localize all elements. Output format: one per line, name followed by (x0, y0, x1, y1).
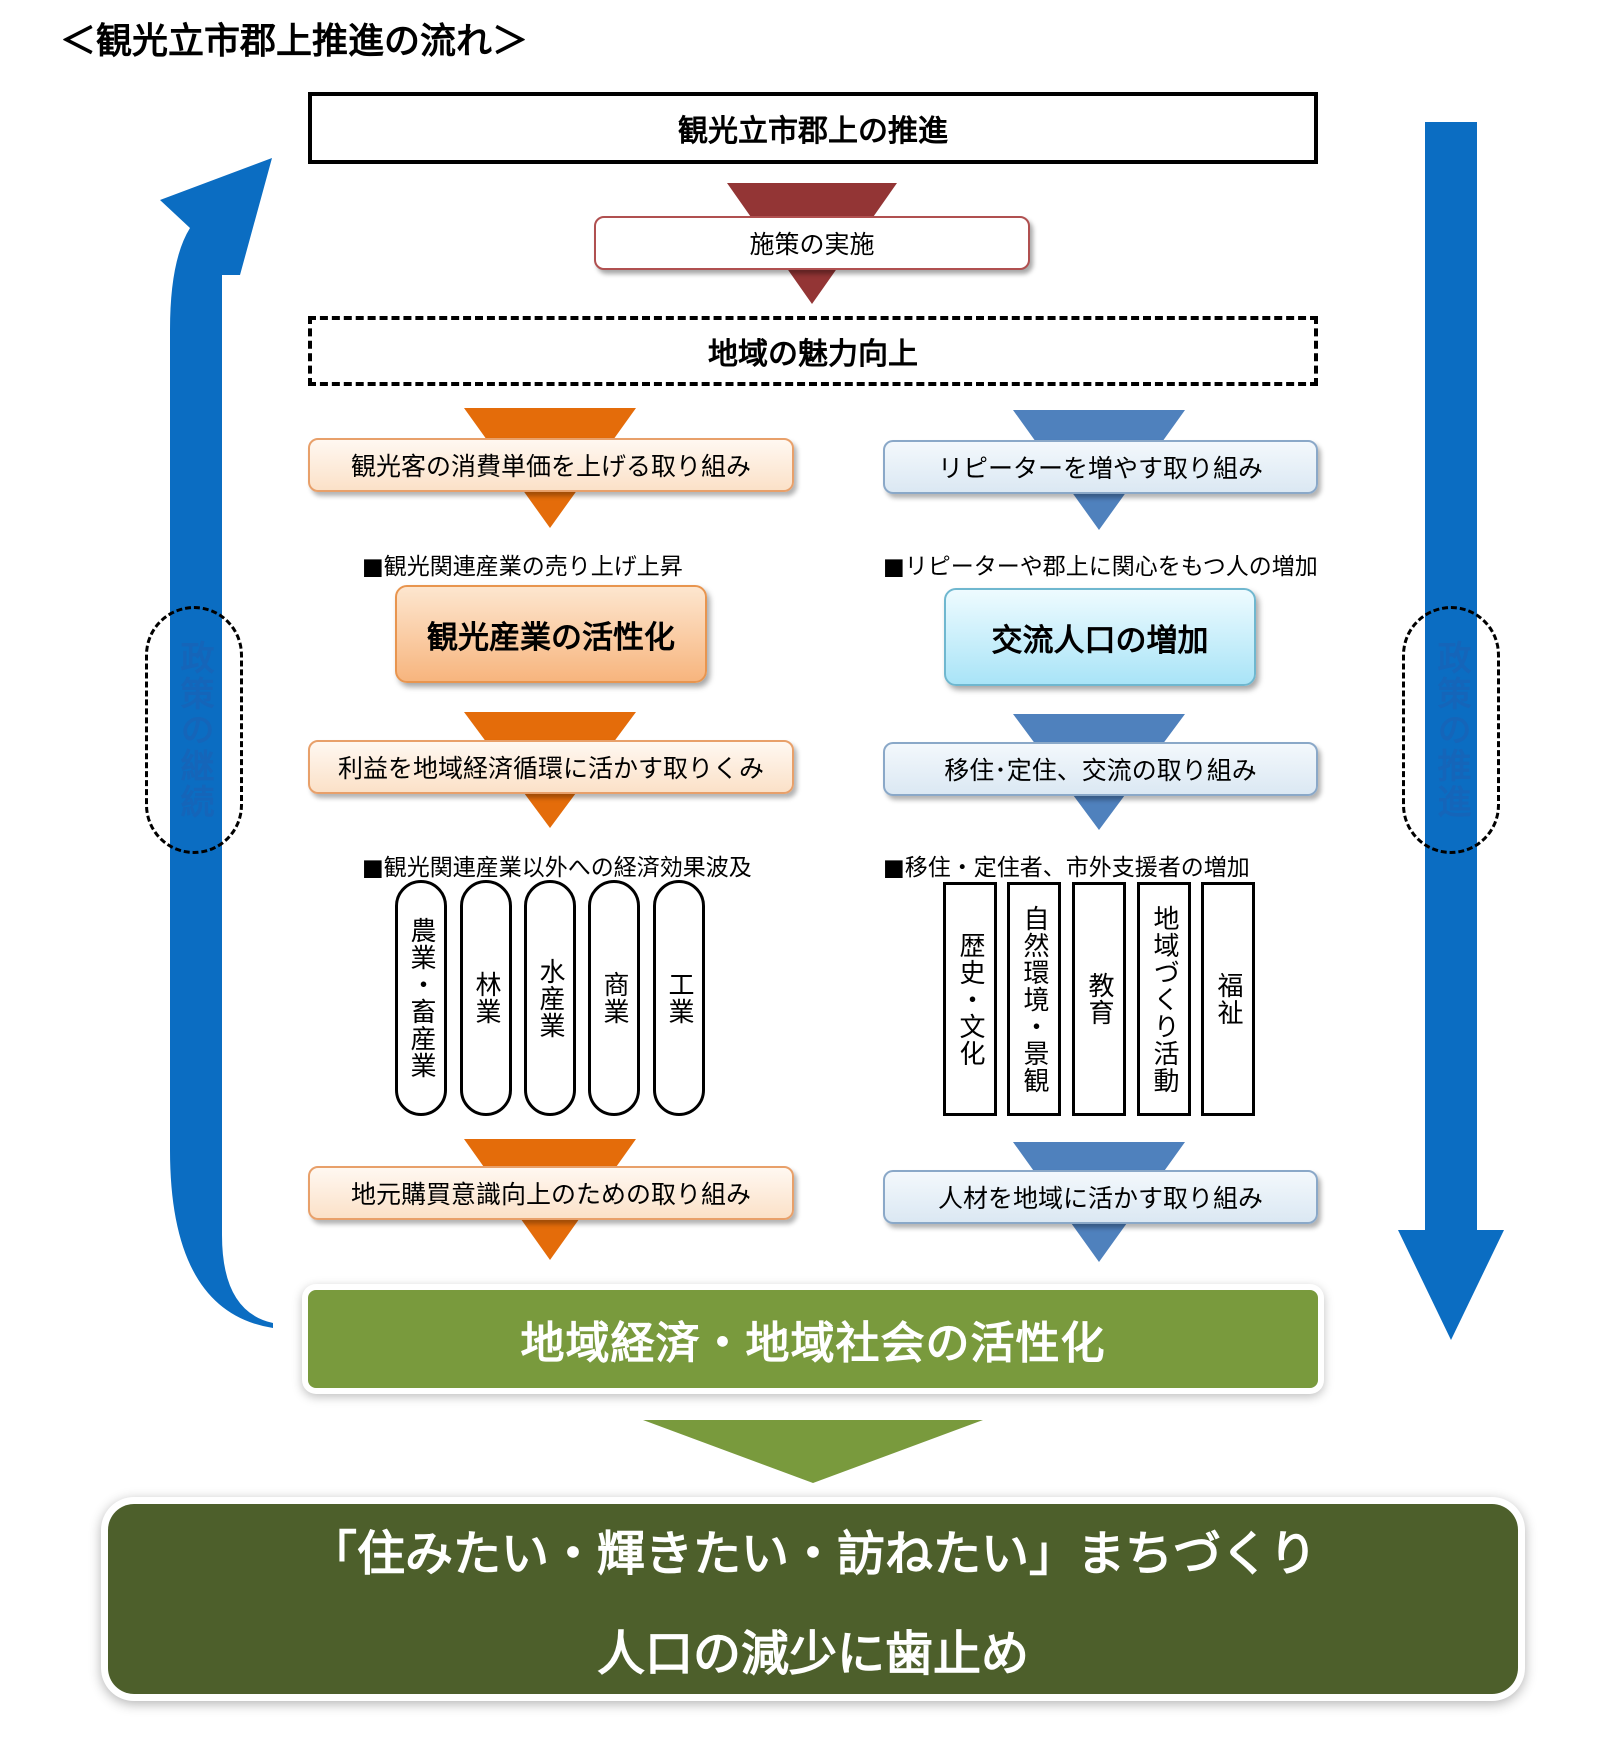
field-community-activities: 地域づくり活動 (1137, 882, 1191, 1116)
field-welfare: 福祉 (1201, 882, 1255, 1116)
goal-triangle (643, 1420, 983, 1483)
tourism-industry-activation: 観光産業の活性化 (395, 585, 707, 683)
policy-promotion-label: 政策の推進 (1431, 640, 1471, 820)
policy-promotion-bubble: 政策の推進 (1402, 606, 1500, 854)
field-label: 地域づくり活動 (1149, 904, 1179, 1094)
industry-label: 水産業 (535, 957, 565, 1039)
policy-continuation-label: 政策の継続 (174, 640, 214, 820)
goal-population: 人口の減少に歯止め (596, 1626, 1029, 1682)
right-note-1: ■リピーターや郡上に関心をもつ人の増加 (883, 554, 1318, 580)
industry-fisheries: 水産業 (524, 880, 576, 1116)
field-label: 福祉 (1213, 972, 1243, 1026)
field-education: 教育 (1072, 882, 1126, 1116)
industry-label: 農業・畜産業 (406, 917, 436, 1079)
right-step-2: 移住･定住、交流の取り組み (883, 742, 1318, 796)
industry-agriculture: 農業・畜産業 (395, 880, 447, 1116)
left-step-2: 利益を地域経済循環に活かす取りくみ (308, 740, 794, 794)
tourism-city-promotion-box: 観光立市郡上の推進 (308, 92, 1318, 164)
field-label: 自然環境・景観 (1019, 904, 1049, 1094)
field-label: 教育 (1084, 972, 1114, 1026)
right-note-2: ■移住・定住者、市外支援者の増加 (883, 855, 1250, 881)
right-step-3: 人材を地域に活かす取り組み (883, 1170, 1318, 1224)
industry-label: 工業 (664, 971, 694, 1025)
industry-manufacturing: 工業 (653, 880, 705, 1116)
regional-activation-banner: 地域経済・地域社会の活性化 (308, 1290, 1318, 1388)
left-step-3: 地元購買意識向上のための取り組み (308, 1166, 794, 1220)
right-step-1: リピーターを増やす取り組み (883, 440, 1318, 494)
regional-appeal-box: 地域の魅力向上 (308, 316, 1318, 386)
industry-commerce: 商業 (588, 880, 640, 1116)
promotion-arrow-shaft (1425, 122, 1477, 1230)
field-history-culture: 歴史・文化 (943, 882, 997, 1116)
promotion-arrow-head (1398, 1230, 1504, 1340)
policy-continuation-bubble: 政策の継続 (145, 606, 243, 854)
left-note-2: ■観光関連産業以外への経済効果波及 (362, 855, 752, 881)
exchange-population-increase: 交流人口の増加 (944, 588, 1256, 686)
left-note-1: ■観光関連産業の売り上げ上昇 (362, 554, 683, 580)
left-step-1: 観光客の消費単価を上げる取り組み (308, 438, 794, 492)
implementation-pill: 施策の実施 (594, 216, 1030, 270)
continuation-arrow (160, 158, 273, 1328)
field-label: 歴史・文化 (955, 931, 985, 1067)
goal-box: 「住みたい・輝きたい・訪ねたい」まちづくり 人口の減少に歯止め (108, 1504, 1518, 1694)
industry-forestry: 林業 (460, 880, 512, 1116)
field-nature-landscape: 自然環境・景観 (1007, 882, 1061, 1116)
diagram-title: ＜観光立市郡上推進の流れ＞ (60, 21, 529, 62)
industry-label: 林業 (471, 971, 501, 1025)
industry-label: 商業 (599, 971, 629, 1025)
goal-slogan: 「住みたい・輝きたい・訪ねたい」まちづくり (308, 1526, 1317, 1582)
